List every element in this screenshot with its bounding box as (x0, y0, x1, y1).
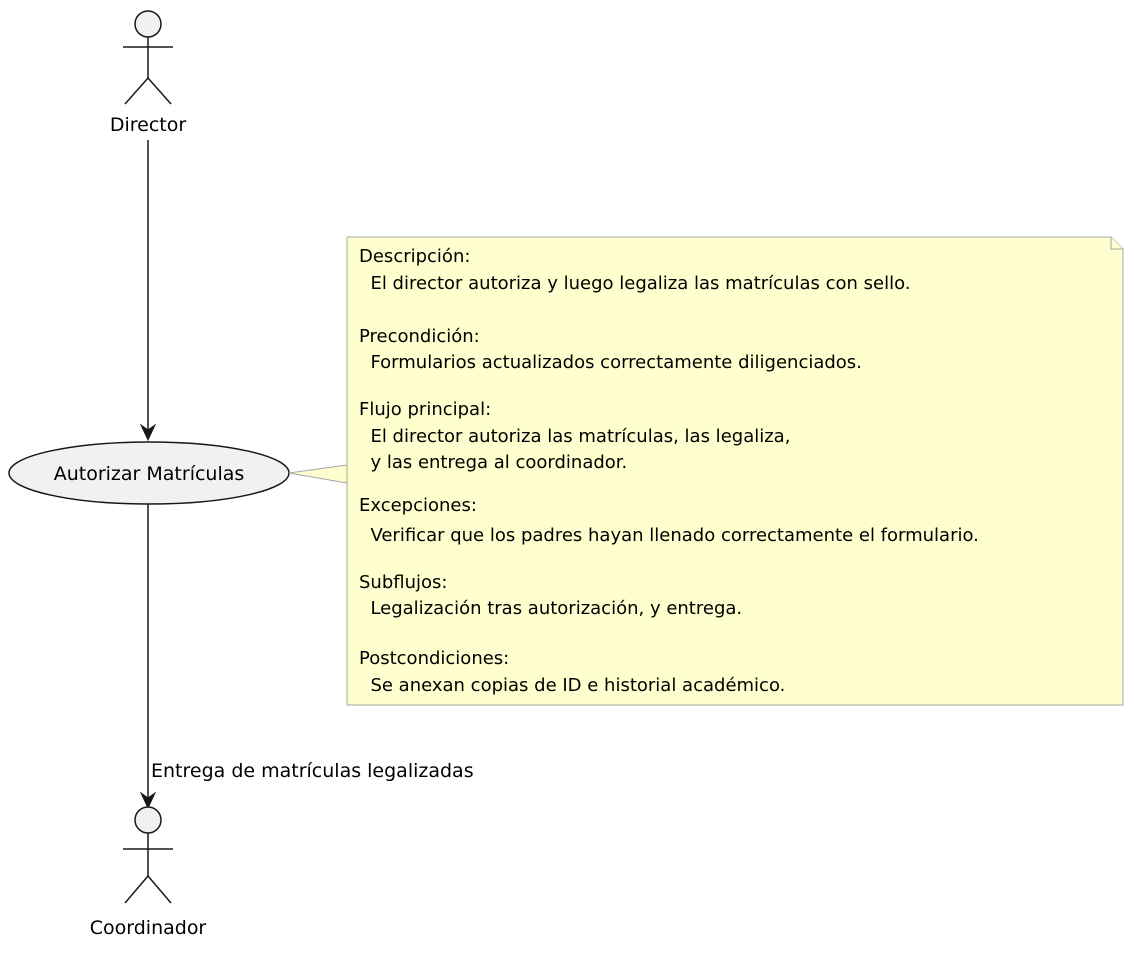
edge-director-to-usecase (139, 140, 157, 442)
note-line: El director autoriza y luego legaliza la… (359, 273, 911, 294)
edge-coordinator-arrowhead (139, 791, 157, 810)
actor-coordinator-label: Coordinador (90, 917, 207, 939)
note-line: Se anexan copias de ID e historial acadé… (359, 675, 785, 696)
edge-usecase-to-coordinator: Entrega de matrículas legalizadas (139, 504, 474, 810)
note-box (346, 236, 1124, 706)
note-line: Flujo principal: (359, 399, 491, 420)
note-line: Precondición: (359, 326, 480, 347)
actor-coordinator-head (134, 806, 162, 834)
note-line: Descripción: (359, 246, 470, 267)
actor-director-label: Director (110, 114, 187, 136)
note-line: y las entrega al coordinador. (359, 452, 627, 473)
actor-coordinator[interactable]: Coordinador (90, 806, 207, 939)
note-use-case-spec: Descripción: El director autoriza y lueg… (346, 236, 1124, 706)
note-connector (288, 464, 348, 484)
note-line: El director autoriza las matrículas, las… (359, 426, 790, 447)
actor-director-head (134, 10, 162, 38)
actor-director-left-leg (124, 77, 149, 105)
note-line: Legalización tras autorización, y entreg… (359, 598, 742, 619)
actor-director-right-leg (147, 77, 172, 105)
note-corner-fold (1110, 237, 1123, 250)
edge-label: Entrega de matrículas legalizadas (151, 760, 474, 782)
note-line: Formularios actualizados correctamente d… (359, 352, 862, 373)
edge-director-arrowhead (139, 423, 157, 442)
usecase-label: Autorizar Matrículas (54, 463, 245, 485)
actor-coordinator-left-leg (124, 875, 149, 904)
note-line: Excepciones: (359, 495, 477, 516)
note-line: Verificar que los padres hayan llenado c… (359, 525, 979, 546)
actor-director[interactable]: Director (110, 10, 187, 136)
actor-coordinator-right-leg (147, 875, 172, 904)
usecase-autorizar-matriculas[interactable]: Autorizar Matrículas (8, 441, 290, 505)
note-line: Postcondiciones: (359, 648, 509, 669)
note-line: Subflujos: (359, 572, 447, 593)
